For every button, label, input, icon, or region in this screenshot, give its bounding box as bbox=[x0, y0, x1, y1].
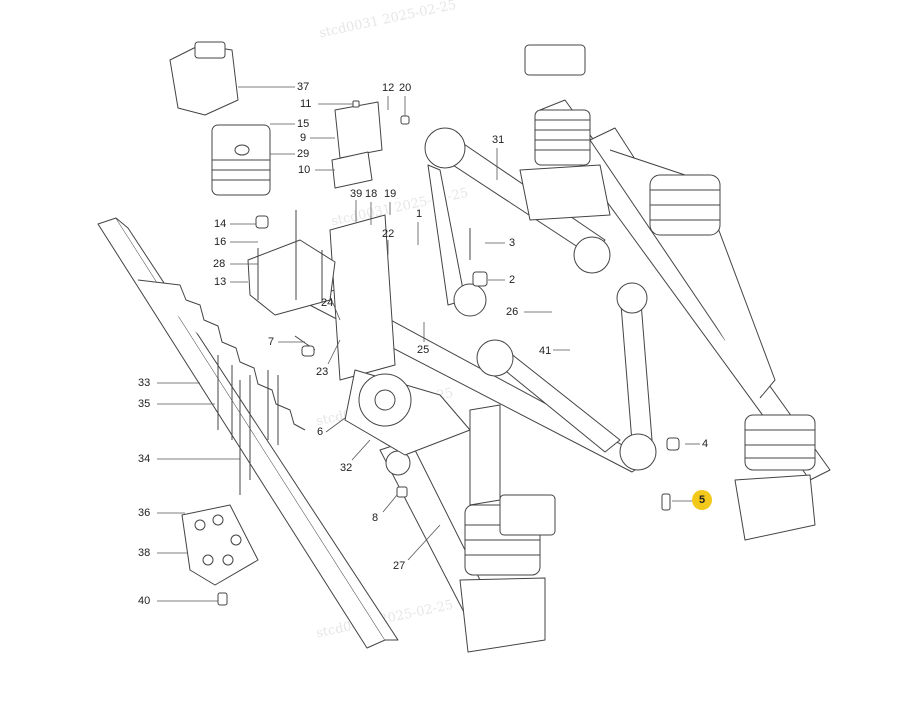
callout-29: 29 bbox=[297, 148, 310, 160]
callout-1: 1 bbox=[416, 208, 423, 220]
callout-12: 12 bbox=[382, 82, 395, 94]
callout-41: 41 bbox=[539, 345, 552, 357]
callout-40: 40 bbox=[138, 595, 151, 607]
lower-right-airbag bbox=[734, 414, 816, 541]
callout-33: 33 bbox=[138, 377, 151, 389]
callout-37: 37 bbox=[297, 81, 310, 93]
callout-20: 20 bbox=[399, 82, 412, 94]
callout-27: 27 bbox=[393, 560, 406, 572]
callout-36: 36 bbox=[138, 507, 151, 519]
bracket-9 bbox=[331, 101, 383, 189]
left-rail bbox=[97, 217, 399, 649]
callout-14: 14 bbox=[214, 218, 227, 230]
mid-right-airbag bbox=[649, 174, 721, 236]
center-bracket bbox=[329, 214, 501, 506]
u-bolts bbox=[217, 355, 279, 495]
callout-11: 11 bbox=[300, 98, 312, 110]
cover-36 bbox=[181, 504, 259, 586]
callout-38: 38 bbox=[138, 547, 151, 559]
left-spring-seat bbox=[247, 210, 336, 316]
plate-37 bbox=[169, 41, 239, 116]
callout-31: 31 bbox=[492, 134, 505, 146]
pin-7 bbox=[294, 335, 316, 357]
callout-4: 4 bbox=[702, 438, 709, 450]
callout-25: 25 bbox=[417, 344, 430, 356]
callout-32: 32 bbox=[340, 462, 353, 474]
callout-6: 6 bbox=[317, 426, 324, 438]
callout-28: 28 bbox=[213, 258, 226, 270]
upper-right-airbag bbox=[519, 44, 611, 221]
callout-7: 7 bbox=[268, 336, 275, 348]
callout-39: 39 bbox=[350, 188, 363, 200]
callout-23: 23 bbox=[316, 366, 329, 378]
callout-34: 34 bbox=[138, 453, 151, 465]
callout-16: 16 bbox=[214, 236, 227, 248]
callout-35: 35 bbox=[138, 398, 151, 410]
callout-10: 10 bbox=[298, 164, 311, 176]
callout-13: 13 bbox=[214, 276, 227, 288]
airbag-29 bbox=[211, 124, 271, 196]
callout-15: 15 bbox=[297, 118, 310, 130]
bottom-center-airbag bbox=[459, 494, 556, 653]
callout-26: 26 bbox=[506, 306, 519, 318]
callout-2: 2 bbox=[509, 274, 516, 286]
callout-8: 8 bbox=[372, 512, 379, 524]
callout-5-highlighted[interactable]: 5 bbox=[692, 490, 712, 510]
callout-22: 22 bbox=[382, 228, 395, 240]
callout-3: 3 bbox=[509, 237, 516, 249]
callout-18: 18 bbox=[365, 188, 378, 200]
callout-19: 19 bbox=[384, 188, 397, 200]
leader-lines bbox=[157, 86, 700, 602]
ball-joints bbox=[385, 127, 657, 476]
callout-9: 9 bbox=[300, 132, 307, 144]
callout-24: 24 bbox=[321, 297, 334, 309]
